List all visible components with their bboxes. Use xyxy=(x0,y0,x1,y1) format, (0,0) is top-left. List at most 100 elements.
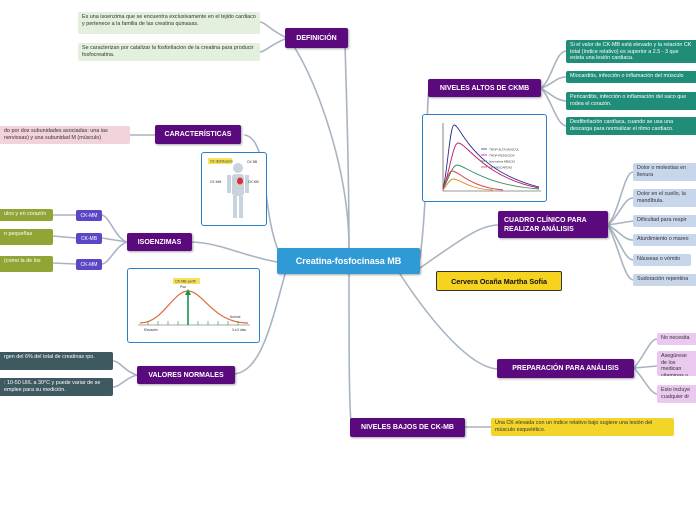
note-text: No necesita xyxy=(661,335,690,341)
badge-shape xyxy=(208,158,232,164)
isoenzima-tag-2[interactable]: CK-MB xyxy=(76,233,102,244)
topic-caracteristicas[interactable]: CARACTERÍSTICAS xyxy=(155,125,241,144)
body-figure-image: CK distribución CK BB CK MB CK MM xyxy=(201,152,267,226)
badge-text: CK distribución xyxy=(210,160,233,164)
peak-ticks xyxy=(147,321,239,325)
label-ck-mm: CK MM xyxy=(210,180,221,184)
peak-label: Pico xyxy=(180,285,186,289)
topic-valores-normales-label: VALORES NORMALES xyxy=(148,371,224,379)
author-label[interactable]: Cervera Ocaña Martha Sofia xyxy=(436,271,562,291)
topic-niveles-bajos[interactable]: NIVELES BAJOS DE CK-MB xyxy=(350,418,465,437)
note-text: Dificultad para respir xyxy=(637,217,687,223)
cuadro-note-6[interactable]: Sudoración repentina xyxy=(633,274,696,286)
cuadro-note-5[interactable]: Náuseas o vómito xyxy=(633,254,691,266)
label-ck-bb: CK BB xyxy=(247,160,258,164)
cuadro-note-1[interactable]: Dolor o molestias en llenura xyxy=(633,163,696,181)
topic-isoenzimas-label: ISOENZIMAS xyxy=(137,238,182,246)
author-text: Cervera Ocaña Martha Sofia xyxy=(451,276,547,286)
isoenzima-note-1[interactable]: ulos y en corazón xyxy=(0,209,53,221)
note-text: ulos y en corazón xyxy=(4,211,47,217)
body-figure-illustration: CK distribución CK BB CK MB CK MM xyxy=(208,158,259,218)
valores-note-2[interactable]: : 10-50 UI/L a 30°C y puede variar de se… xyxy=(0,378,113,396)
isoenzima-note-3[interactable]: (como la de los xyxy=(0,256,53,272)
curve-2 xyxy=(442,142,540,190)
topic-valores-normales[interactable]: VALORES NORMALES xyxy=(137,366,235,384)
note-text: Dolor o molestias en llenura xyxy=(637,165,687,178)
note-text: Esto incluye cualquier dr xyxy=(661,387,691,400)
enzyme-curve-illustration: TROP ALTA MUSCUL TROP REDUCIDA Isoenzima… xyxy=(442,123,541,192)
peak-curve-image: CK-MB perfil Pico Normal Elevación 3 a 5… xyxy=(127,268,260,343)
topic-isoenzimas[interactable]: ISOENZIMAS xyxy=(127,233,192,251)
preparacion-note-1[interactable]: No necesita xyxy=(657,333,696,345)
tag-text: CK-MB xyxy=(80,235,98,242)
figure-arm-right xyxy=(245,175,249,193)
central-topic[interactable]: Creatina-fosfocinasa MB xyxy=(277,248,420,274)
note-text: Aturdimiento o mareo xyxy=(637,236,689,242)
duration-label: 3 a 5 días xyxy=(232,328,246,332)
preparacion-note-2[interactable]: Asegúrese de los medican vitaminas y xyxy=(657,351,696,376)
topic-preparacion[interactable]: PREPARACIÓN PARA ANÁLISIS xyxy=(497,359,634,378)
normal-label: Normal xyxy=(230,315,241,319)
cuadro-note-4[interactable]: Aturdimiento o mareo xyxy=(633,234,696,246)
legend-item: TROP REDUCIDA xyxy=(489,153,515,157)
niveles-altos-note-2[interactable]: Miocarditis, infección o inflamación del… xyxy=(566,71,696,83)
topic-caracteristicas-label: CARACTERÍSTICAS xyxy=(164,131,232,138)
tag-text: CK-MM xyxy=(80,261,98,268)
topic-niveles-bajos-label: NIVELES BAJOS DE CK-MB xyxy=(361,424,454,431)
curve-4 xyxy=(442,170,504,191)
elevation-label: Elevación xyxy=(144,328,158,332)
isoenzima-tag-3[interactable]: CK-MM xyxy=(76,259,102,270)
peak-title: CK-MB perfil xyxy=(175,280,196,284)
note-text: (como la de los xyxy=(4,258,41,264)
curve-3 xyxy=(442,164,540,190)
legend-item: TROP ALTA MUSCUL xyxy=(489,147,520,151)
niveles-altos-note-1[interactable]: Si el valor de CK-MB está elevado y la r… xyxy=(566,40,696,63)
note-text: Náuseas o vómito xyxy=(637,256,681,262)
legend-item: Isoenzima MB(CK) xyxy=(489,159,515,163)
figure-torso xyxy=(232,174,244,196)
note-text: Pericarditis, infección o inflamación de… xyxy=(570,94,687,107)
niveles-bajos-note[interactable]: Una CK elevada con un índice relativo ba… xyxy=(491,418,674,436)
note-text: Sudoración repentina xyxy=(637,276,689,282)
cuadro-note-3[interactable]: Dificultad para respir xyxy=(633,215,696,227)
definicion-note-2[interactable]: Se caracterizan por catalizar la fosfori… xyxy=(78,43,260,61)
note-text: Es una isoenzima que se encuentra exclus… xyxy=(82,14,256,27)
note-text: rgen del 6% del total de creatinas rpo. xyxy=(4,354,95,360)
note-text: n pequeñas xyxy=(4,231,33,237)
note-text: Una CK elevada con un índice relativo ba… xyxy=(495,420,653,433)
niveles-altos-note-4[interactable]: Desfibrilación cardíaca, cuando se usa u… xyxy=(566,117,696,135)
topic-niveles-altos[interactable]: NIVELES ALTOS DE CKMB xyxy=(428,79,541,97)
isoenzima-note-2[interactable]: n pequeñas xyxy=(0,229,53,245)
note-text: Dolor en el cuello, la mandíbula. xyxy=(637,191,686,204)
note-text: Miocarditis, infección o inflamación del… xyxy=(570,73,684,79)
tag-text: CK-MM xyxy=(80,212,98,219)
peak-arrow-head xyxy=(185,289,191,295)
note-text: Se caracterizan por catalizar la fosfori… xyxy=(82,45,254,58)
curve-5 xyxy=(442,178,494,191)
definicion-note-1[interactable]: Es una isoenzima que se encuentra exclus… xyxy=(78,12,260,34)
cuadro-note-2[interactable]: Dolor en el cuello, la mandíbula. xyxy=(633,189,696,207)
isoenzima-tag-1[interactable]: CK-MM xyxy=(76,210,102,221)
note-text: : 10-50 UI/L a 30°C y puede variar de se… xyxy=(4,380,101,393)
caracteristicas-note[interactable]: do por dos subunidades asociadas: una ia… xyxy=(0,126,130,144)
topic-definicion-label: DEFINICIÓN xyxy=(296,34,337,42)
legend-item: CK MIOCARDIO xyxy=(489,165,513,169)
topic-cuadro-clinico[interactable]: CUADRO CLÍNICO PARA REALIZAR ANÁLISIS xyxy=(498,211,608,238)
topic-niveles-altos-label: NIVELES ALTOS DE CKMB xyxy=(439,84,530,92)
label-ck-mb: CK MB xyxy=(248,180,259,184)
note-text: Si el valor de CK-MB está elevado y la r… xyxy=(570,42,692,62)
niveles-altos-note-3[interactable]: Pericarditis, infección o inflamación de… xyxy=(566,92,696,110)
note-text: Desfibrilación cardíaca, cuando se usa u… xyxy=(570,119,674,132)
valores-note-1[interactable]: rgen del 6% del total de creatinas rpo. xyxy=(0,352,113,370)
figure-head xyxy=(233,163,243,173)
note-text: Asegúrese de los medican vitaminas y xyxy=(661,353,688,376)
figure-leg-right xyxy=(239,196,243,218)
graph-legend: TROP ALTA MUSCUL TROP REDUCIDA Isoenzima… xyxy=(481,147,520,169)
peak-title-badge xyxy=(173,278,200,284)
peak-curve-illustration: CK-MB perfil Pico Normal Elevación 3 a 5… xyxy=(138,278,250,332)
enzyme-curve-image: TROP ALTA MUSCUL TROP REDUCIDA Isoenzima… xyxy=(422,114,547,202)
topic-definicion[interactable]: DEFINICIÓN xyxy=(285,28,348,48)
preparacion-note-3[interactable]: Esto incluye cualquier dr xyxy=(657,385,696,403)
topic-preparacion-label: PREPARACIÓN PARA ANÁLISIS xyxy=(512,365,619,372)
topic-cuadro-clinico-label: CUADRO CLÍNICO PARA REALIZAR ANÁLISIS xyxy=(504,216,587,233)
